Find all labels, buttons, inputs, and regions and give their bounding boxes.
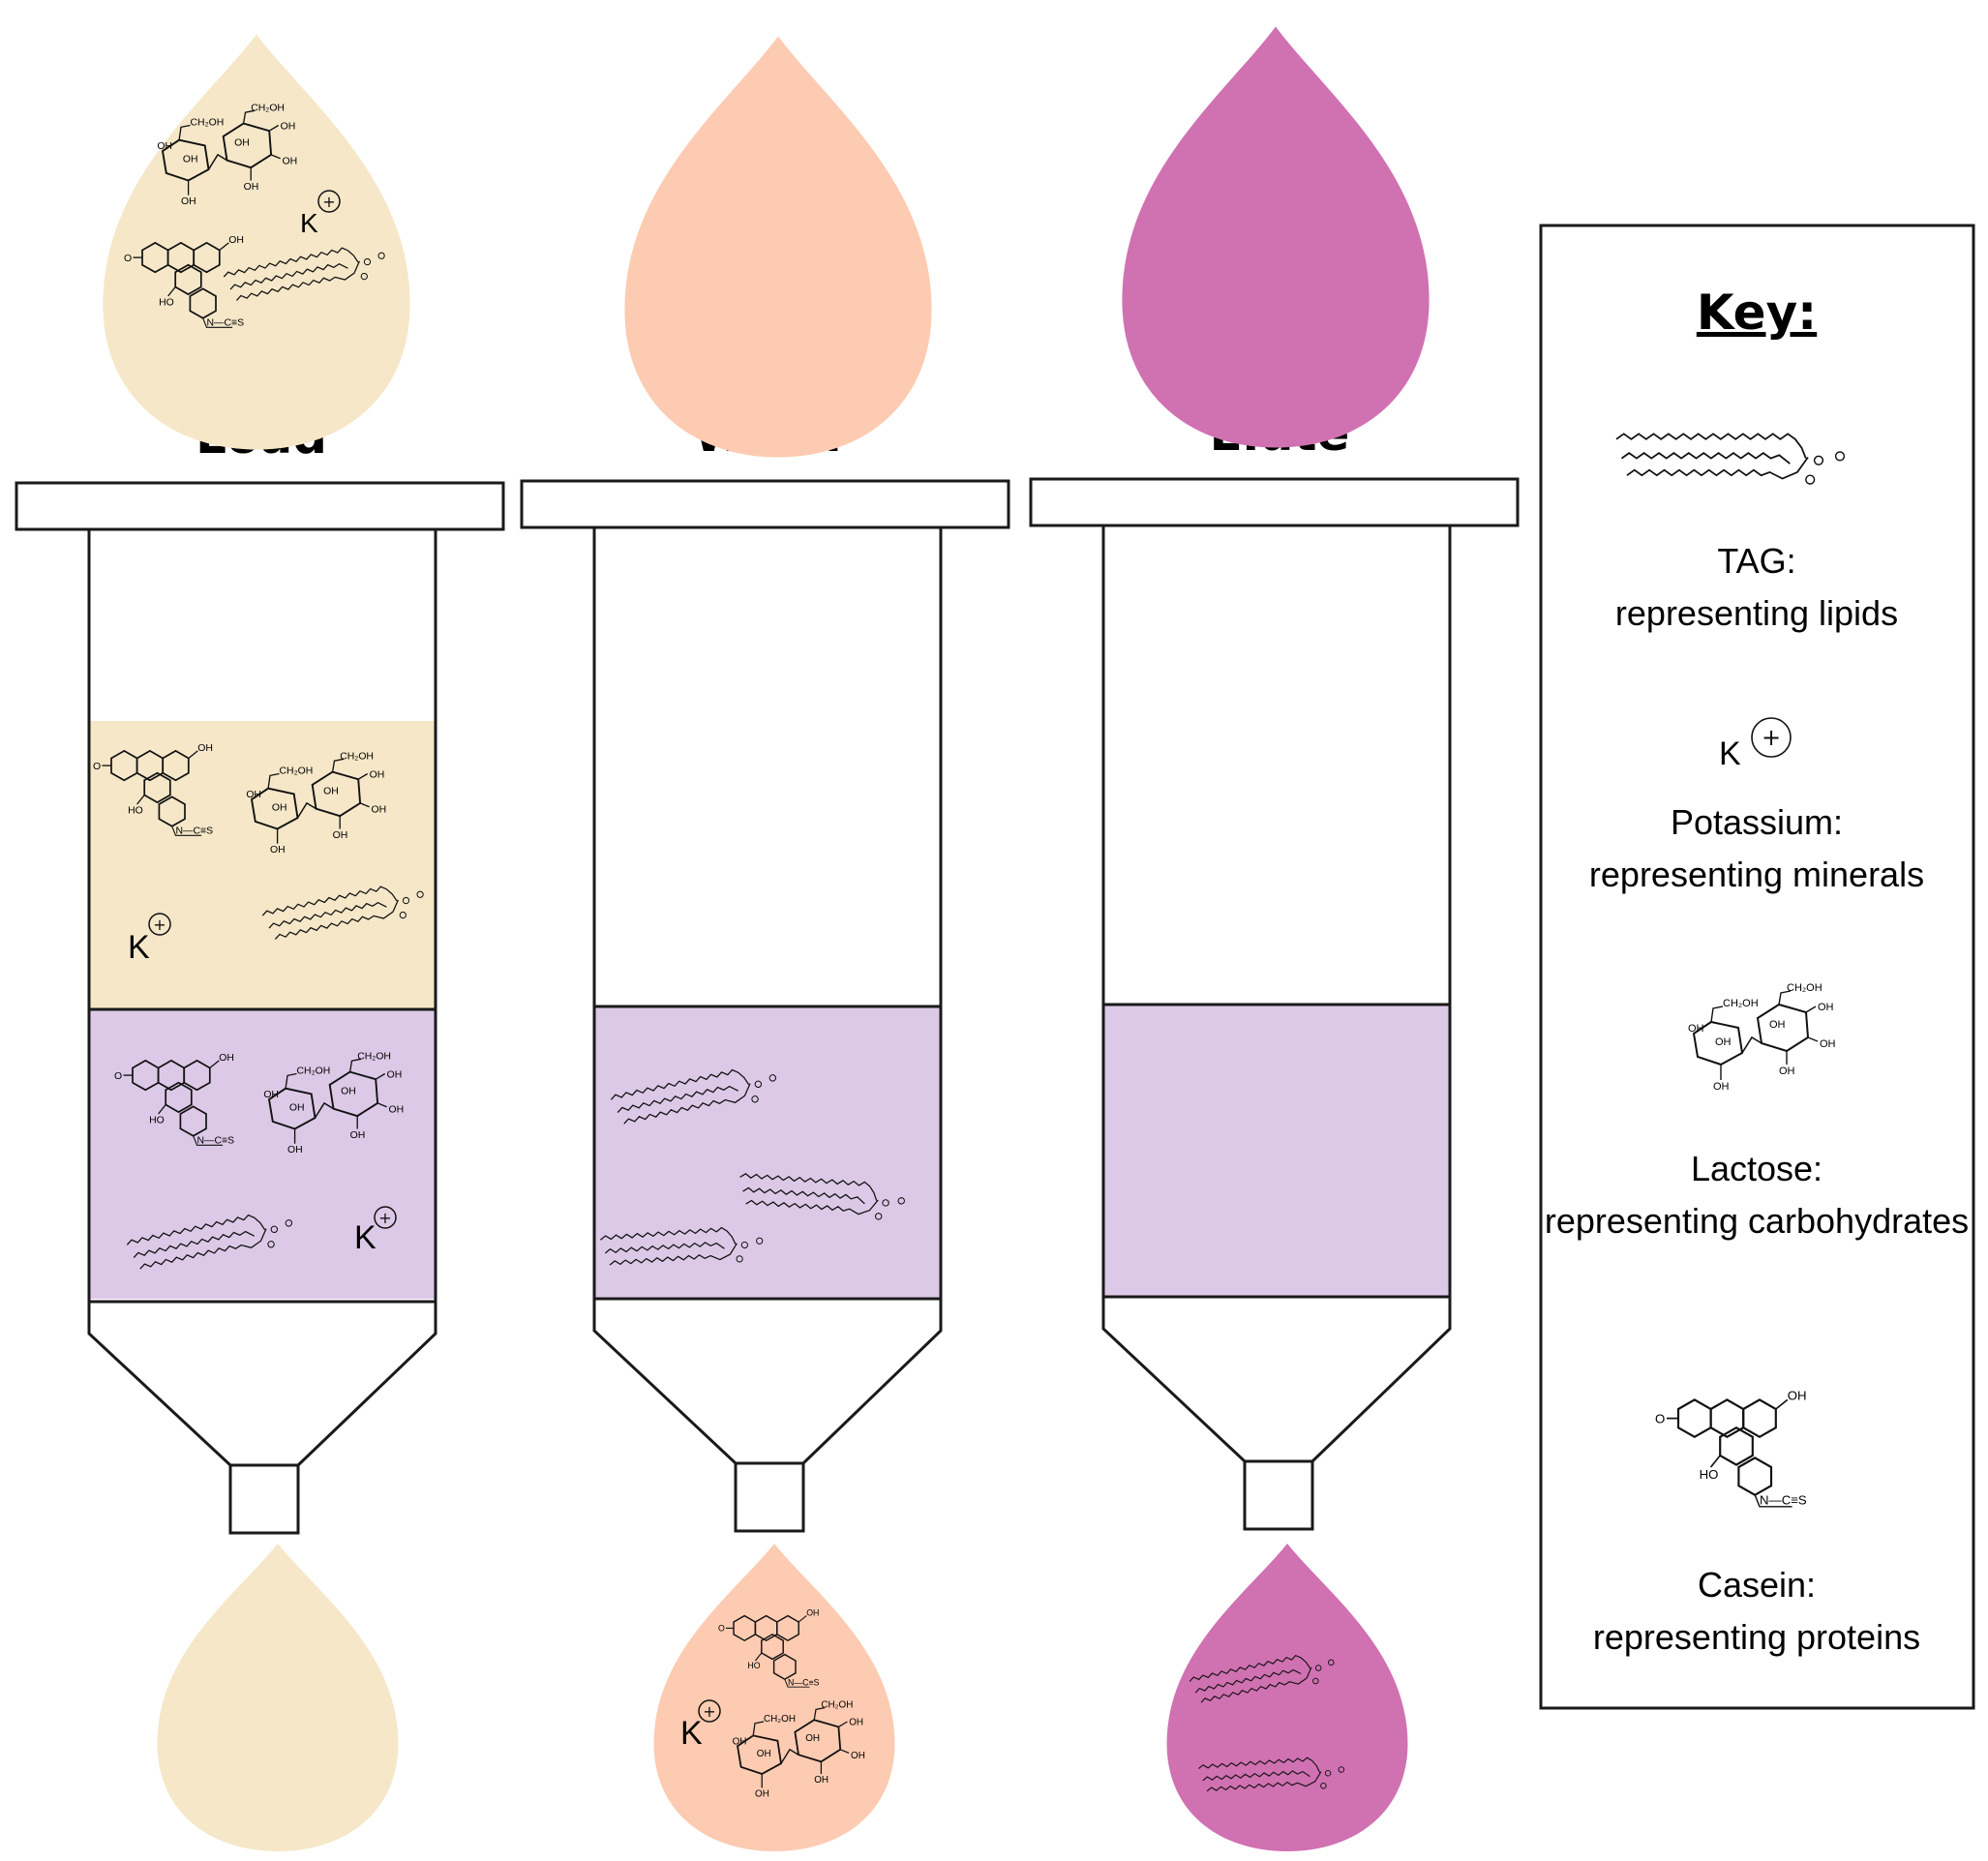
key-entry-desc-potassium: representing minerals — [1589, 855, 1924, 894]
load-drop-bottom — [157, 1544, 399, 1851]
key-entry-name-potassium: Potassium: — [1671, 802, 1843, 842]
svg-text:+: + — [703, 1702, 715, 1721]
key-potassium-symbol: K + — [1719, 717, 1792, 772]
svg-text:K: K — [300, 208, 318, 238]
column-cap — [15, 481, 505, 531]
column-cap — [520, 479, 1010, 529]
svg-text:+: + — [153, 915, 166, 934]
key-entry-name-lactose: Lactose: — [1691, 1149, 1822, 1188]
column-outlet — [228, 1463, 300, 1535]
column-elute — [1029, 477, 1520, 1531]
svg-text:K: K — [1719, 735, 1741, 772]
column-outlet — [734, 1461, 805, 1533]
column-outlet — [1243, 1459, 1314, 1531]
key-entry-name-tag: TAG: — [1717, 541, 1795, 581]
column-wash — [520, 479, 1010, 1533]
svg-text:K: K — [680, 1715, 703, 1752]
key-entry-name-casein: Casein: — [1698, 1565, 1816, 1605]
column-cap — [1029, 477, 1520, 527]
load-drop-top-contents: K + — [123, 102, 390, 330]
svg-text:+: + — [322, 193, 335, 211]
key-title: Key: — [1697, 285, 1817, 341]
key-entry-desc-casein: representing proteins — [1593, 1617, 1920, 1657]
column-load: K + K + — [15, 481, 505, 1535]
svg-text:K: K — [354, 1219, 377, 1256]
load-drop-top — [103, 34, 410, 450]
wash-drop-bottom: K + — [653, 1544, 895, 1851]
potassium-ion: K + — [300, 190, 341, 238]
svg-text:+: + — [378, 1209, 391, 1227]
svg-text:K: K — [128, 929, 150, 966]
potassium-ion: K + — [354, 1206, 397, 1256]
wash-drop-top — [624, 36, 932, 458]
load-sample-layer — [89, 721, 435, 1009]
key-panel: Key: TAG: representing lipids K + Potass… — [1539, 224, 1975, 1710]
column-bed — [1103, 1005, 1449, 1297]
potassium-ion: K + — [128, 913, 171, 966]
elute-drop-bottom — [1166, 1544, 1408, 1851]
column-bed — [594, 1006, 940, 1299]
key-box — [1539, 224, 1975, 1710]
svg-text:+: + — [1762, 724, 1781, 751]
potassium-ion: K + — [680, 1699, 721, 1752]
key-entry-desc-lactose: representing carbohydrates — [1545, 1201, 1969, 1241]
key-entry-desc-tag: representing lipids — [1615, 593, 1898, 633]
elute-drop-top — [1122, 26, 1430, 448]
